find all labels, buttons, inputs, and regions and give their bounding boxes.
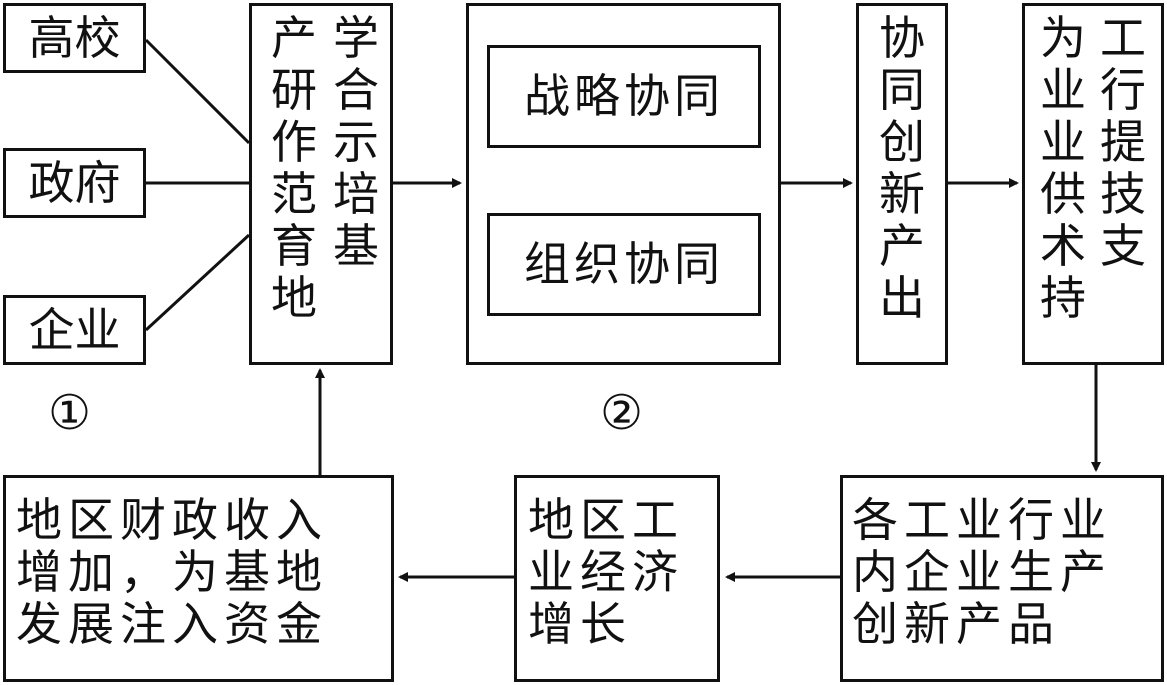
organizational-synergy-label: 组织协同 [524, 237, 724, 291]
vertical-char: 学 [333, 11, 379, 65]
source-label-zhengfu: 政府 [28, 156, 121, 210]
growth-box [514, 475, 720, 682]
vertical-char: 研 [271, 63, 317, 117]
support-col-left: 为业业供术持 [1037, 12, 1089, 324]
strategic-synergy-label: 战略协同 [524, 69, 724, 123]
support-col-right: 工行提技支 [1097, 12, 1149, 272]
vertical-char: 创 [879, 115, 925, 169]
vertical-char: 协 [879, 11, 925, 65]
vertical-char: 术 [1040, 219, 1086, 273]
line-qiye-to-base [144, 233, 251, 332]
growth-text: 地区工 业经济 增长 [528, 493, 684, 651]
revenue-box [3, 475, 394, 682]
vertical-char: 同 [879, 63, 925, 117]
products-box [840, 475, 1164, 682]
vertical-char: 基 [333, 219, 379, 273]
base-col-right: 学合示培基 [330, 12, 382, 272]
vertical-char: 技 [1100, 167, 1146, 221]
products-text: 各工业行业 内企业生产 创新产品 [852, 493, 1112, 651]
output-box [856, 3, 948, 365]
vertical-char: 出 [879, 271, 925, 325]
label-one: ① [48, 385, 92, 441]
vertical-char: 支 [1100, 219, 1146, 273]
vertical-char: 供 [1040, 167, 1086, 221]
vertical-char: 培 [333, 167, 379, 221]
line-gaoxiao-to-base [144, 38, 251, 145]
vertical-char: 作 [271, 115, 317, 169]
vertical-char: 合 [333, 63, 379, 117]
vertical-char: 持 [1040, 271, 1086, 325]
vertical-char: 业 [1040, 115, 1086, 169]
support-box [1022, 3, 1164, 365]
base-box [249, 3, 393, 365]
source-box-gaoxiao [3, 3, 146, 73]
vertical-char: 工 [1100, 11, 1146, 65]
vertical-char: 为 [1040, 11, 1086, 65]
vertical-char: 地 [271, 271, 317, 325]
source-box-zhengfu [3, 148, 146, 218]
vertical-char: 产 [879, 219, 925, 273]
vertical-char: 业 [1040, 63, 1086, 117]
vertical-char: 产 [271, 11, 317, 65]
vertical-char: 提 [1100, 115, 1146, 169]
output-col: 协同创新产出 [876, 12, 928, 324]
vertical-char: 示 [333, 115, 379, 169]
base-col-left: 产研作范育地 [268, 12, 320, 324]
vertical-char: 新 [879, 167, 925, 221]
source-label-gaoxiao: 高校 [28, 11, 121, 65]
vertical-char: 育 [271, 219, 317, 273]
revenue-text: 地区财政收入 增加，为基地 发展注入资金 [16, 493, 328, 651]
vertical-char: 行 [1100, 63, 1146, 117]
label-two: ② [600, 385, 644, 441]
strategic-synergy-box [487, 45, 761, 148]
vertical-char: 范 [271, 167, 317, 221]
organizational-synergy-box [487, 213, 761, 316]
source-box-qiye [3, 295, 146, 365]
source-label-qiye: 企业 [28, 303, 121, 357]
